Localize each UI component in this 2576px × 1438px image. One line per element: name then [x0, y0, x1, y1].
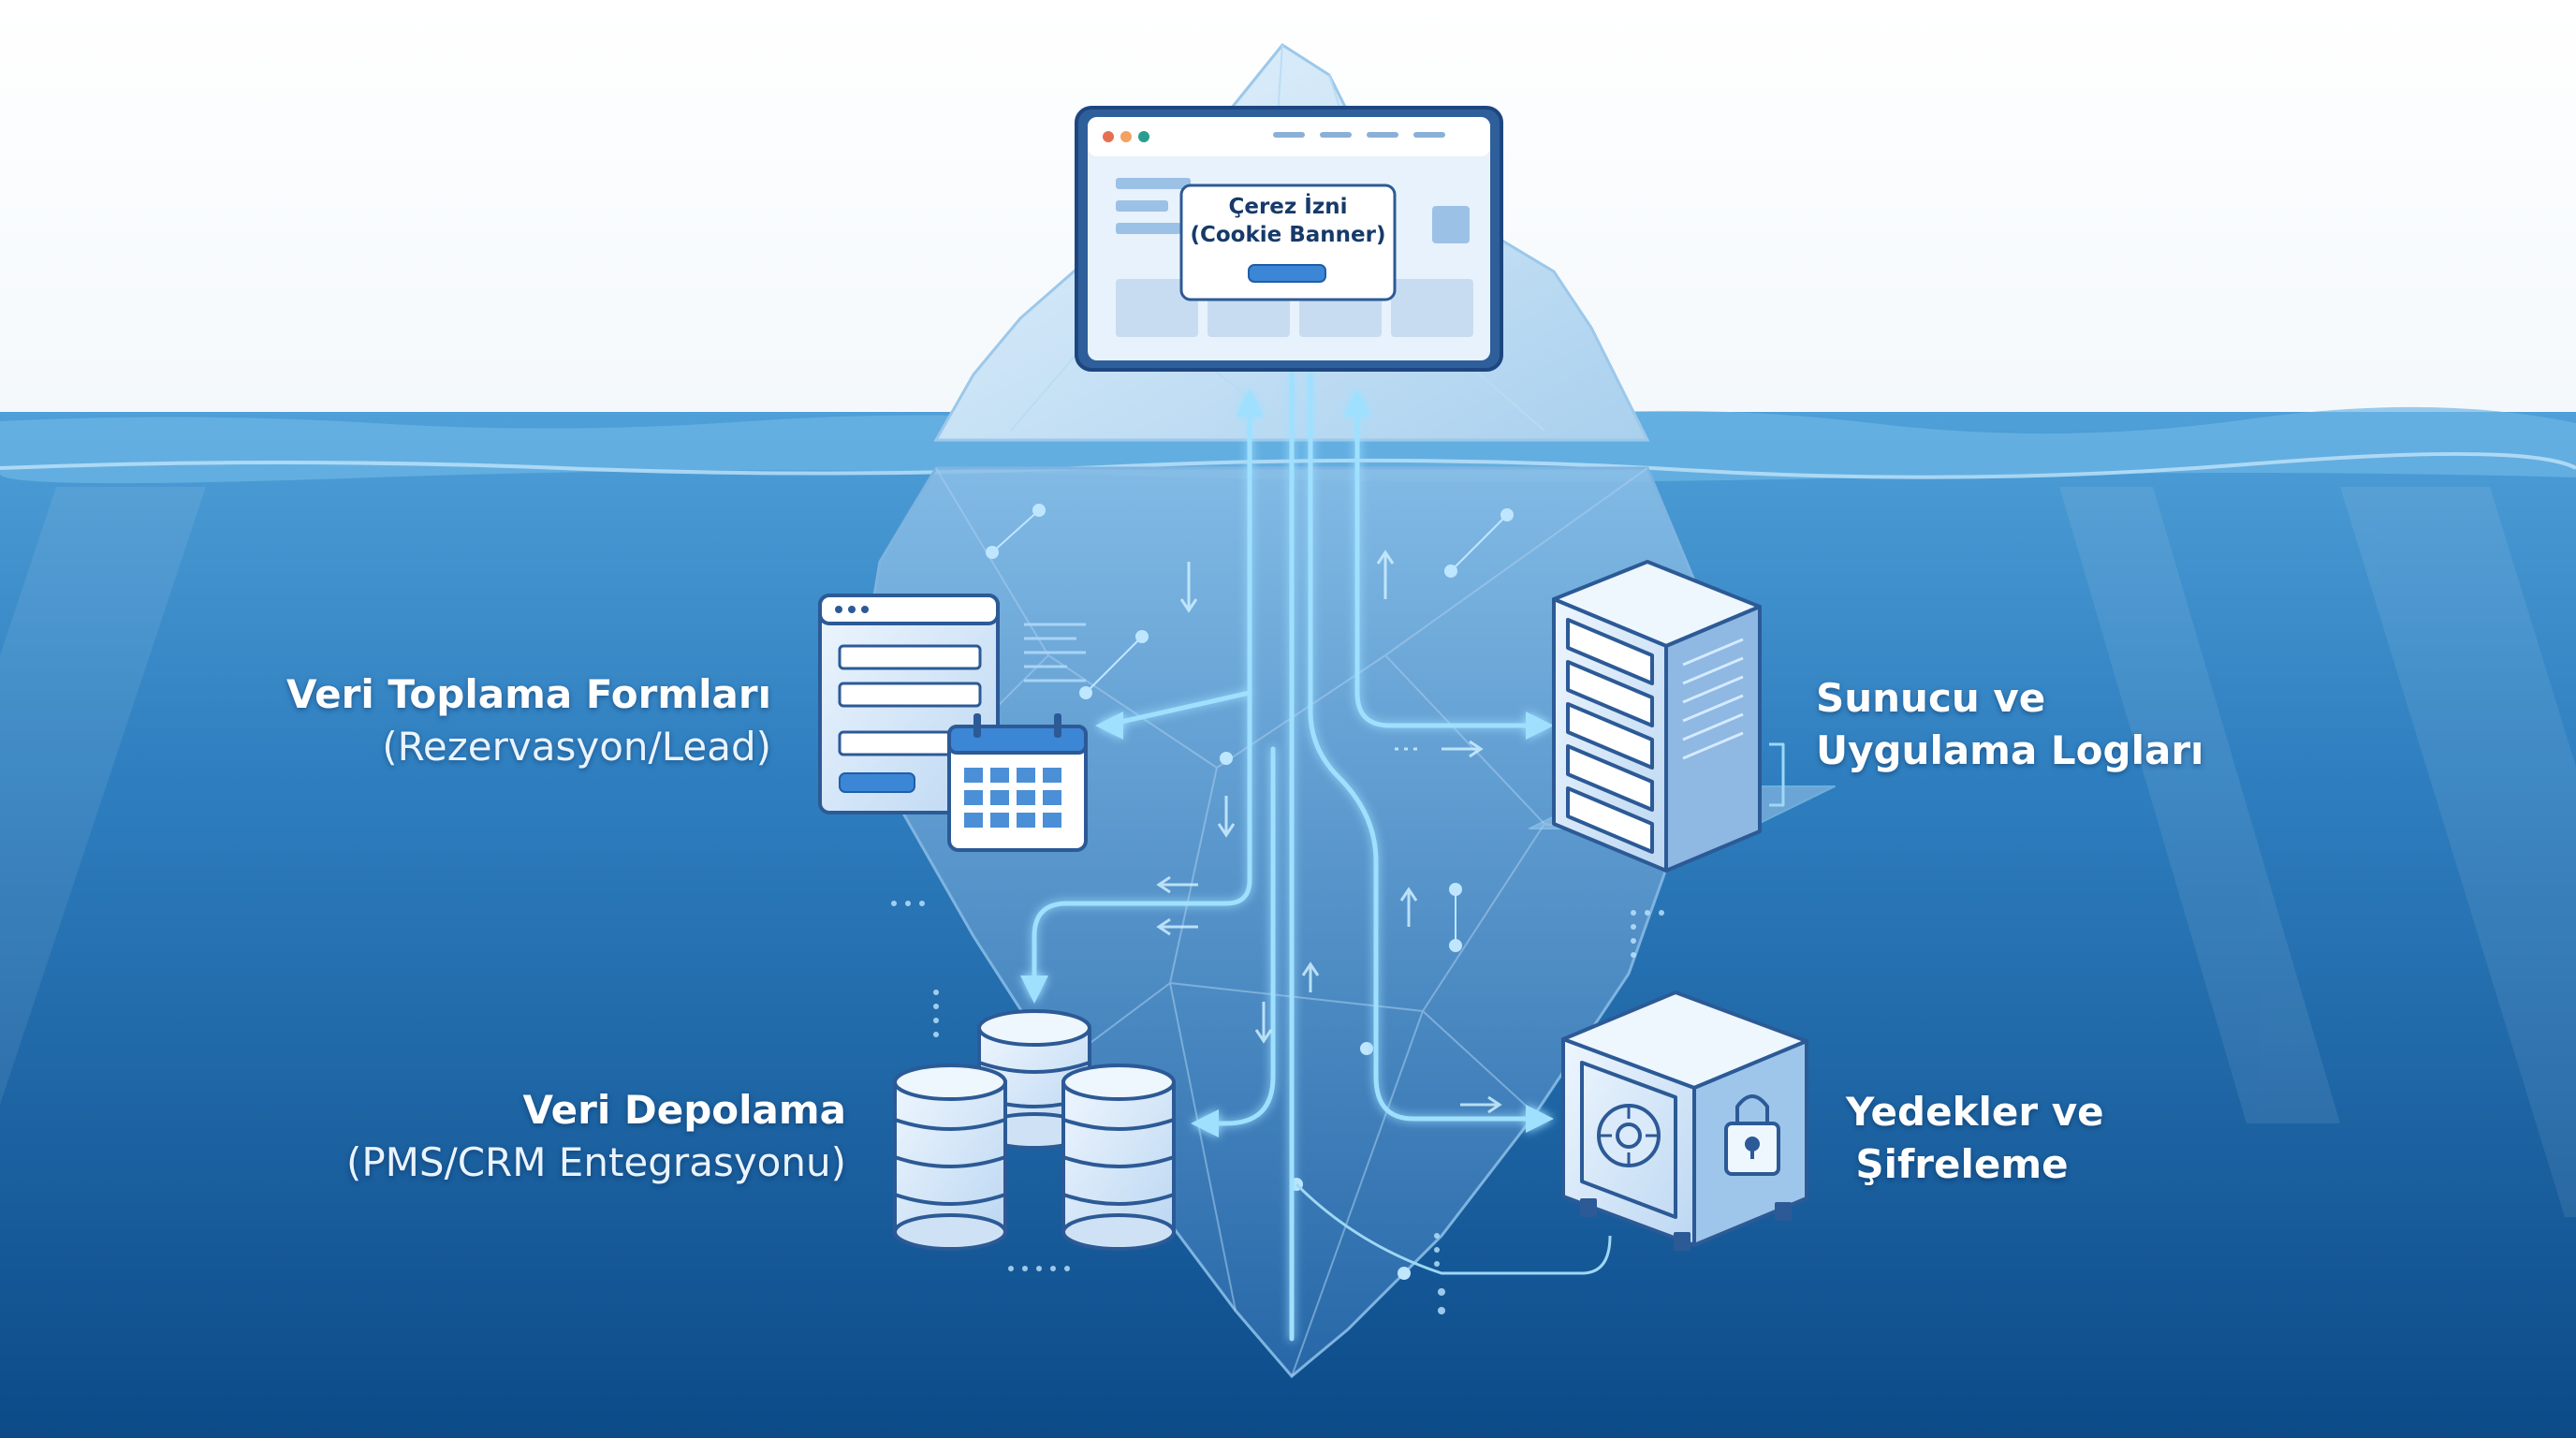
forms-label-title: Veri Toplama Formları — [285, 671, 771, 717]
water-wave-line — [0, 451, 2576, 479]
small-arrows — [1156, 550, 1502, 1114]
logs-label-line1: Sunucu ve — [1816, 675, 2046, 721]
logs-label-line2: Uygulama Logları — [1816, 727, 2204, 773]
storage-label: Veri Depolama (PMS/CRM Entegrasyonu) — [346, 1084, 846, 1189]
cookie-banner[interactable] — [1179, 183, 1397, 301]
flow-lines — [1032, 372, 1543, 1342]
storage-label-title: Veri Depolama — [522, 1087, 846, 1133]
cookie-banner-accept-button[interactable] — [1248, 264, 1326, 283]
backups-label: Yedekler ve Şifreleme — [1846, 1086, 2104, 1191]
form-calendar-icon — [818, 594, 1088, 852]
database-icon — [893, 1009, 1176, 1251]
backup-connector — [1295, 1182, 1612, 1275]
flow-arrowheads — [1020, 389, 1554, 1137]
backups-label-line1: Yedekler ve — [1846, 1089, 2104, 1135]
iceberg-submerged-facets — [898, 467, 1676, 1377]
backups-label-line2: Şifreleme — [1855, 1141, 2069, 1187]
storage-label-sub: (PMS/CRM Entegrasyonu) — [345, 1139, 846, 1185]
decorative-dots — [891, 901, 1664, 1314]
server-rack-icon — [1529, 560, 1836, 873]
network-nodes — [986, 504, 1514, 1280]
forms-label-sub: (Rezervasyon/Lead) — [382, 724, 771, 770]
light-rays — [0, 487, 2576, 1217]
cookie-banner-text: Çerez İzni (Cookie Banner) — [1181, 193, 1395, 249]
forms-label: Veri Toplama Formları (Rezervasyon/Lead) — [286, 668, 771, 773]
water-surface — [0, 406, 2576, 484]
logs-label: Sunucu ve Uygulama Logları — [1816, 672, 2203, 777]
cookie-banner-line1: Çerez İzni — [1228, 195, 1348, 219]
safe-lock-icon — [1561, 990, 1808, 1251]
cookie-banner-line2: (Cookie Banner) — [1190, 223, 1386, 247]
